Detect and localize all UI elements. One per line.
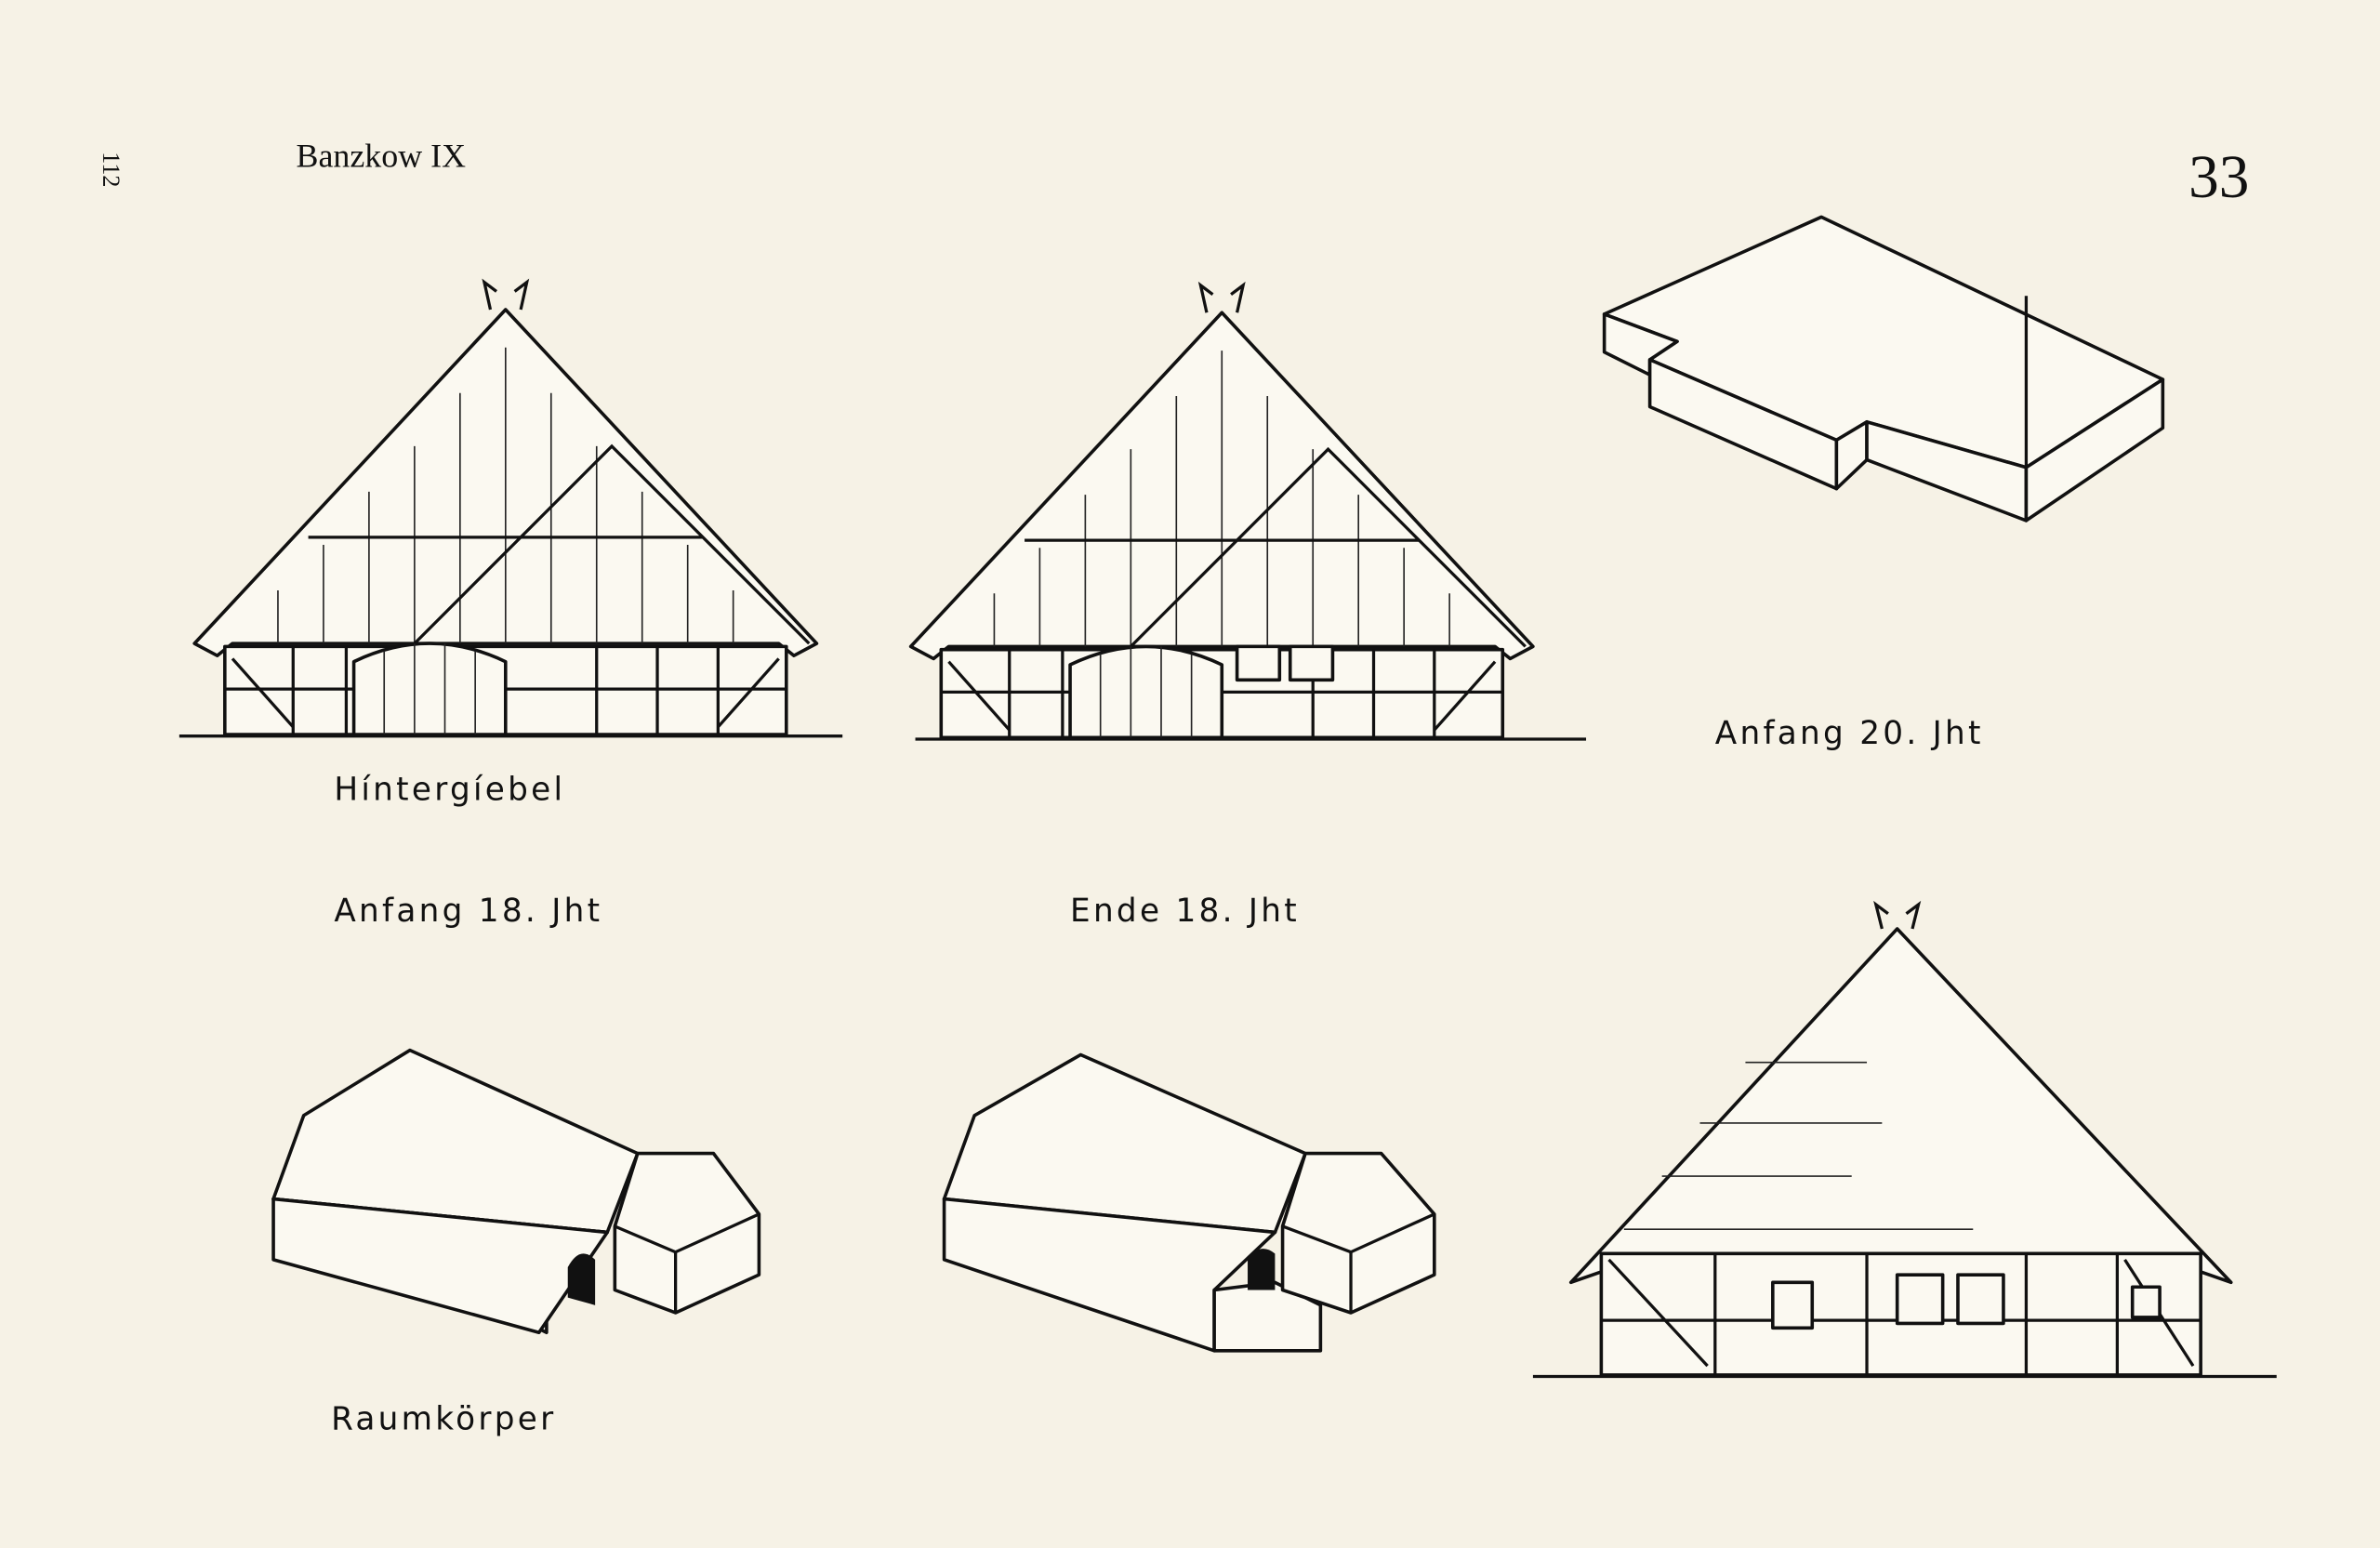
early-20th-volume-drawing <box>1602 215 2165 523</box>
label-late-18th: Ende 18. Jht <box>1070 893 1300 930</box>
label-early-18th: Anfang 18. Jht <box>334 893 602 930</box>
late-18th-gable-drawing <box>908 284 1587 741</box>
side-page-number: 112 <box>98 152 125 187</box>
early-20th-house-drawing <box>1532 900 2277 1379</box>
volume-drawing-early-18th <box>271 1048 761 1335</box>
label-rear-gable: Híntergíebel <box>334 771 565 808</box>
plate-title: Banzkow IX <box>297 138 467 175</box>
volume-drawing-late-18th <box>942 1052 1436 1353</box>
plate-number: 33 <box>2188 144 2249 211</box>
label-volume: Raumkörper <box>331 1401 556 1438</box>
label-early-20th: Anfang 20. Jht <box>1715 715 1984 752</box>
rear-gable-drawing <box>178 280 843 738</box>
